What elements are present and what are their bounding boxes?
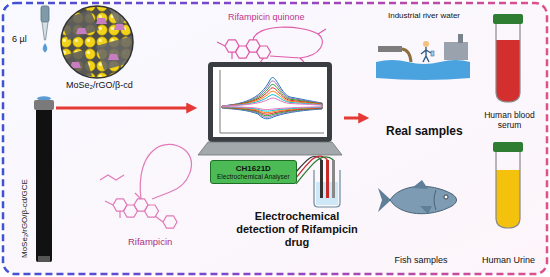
fish-sample: Fish samples — [374, 156, 468, 268]
instrument-model: CH1621D — [217, 164, 290, 173]
sample-label: Fish samples — [394, 255, 447, 265]
laptop — [198, 62, 342, 155]
fish — [378, 180, 457, 214]
urine-sample: Human Urine — [472, 136, 545, 268]
sample-label: Industrial river water — [388, 11, 460, 20]
instrument-name: Electrochemical Analyser — [217, 173, 290, 180]
pipette — [37, 6, 51, 101]
product-label-holder: Rifampicin quinone — [228, 12, 305, 22]
electrochemical-analyser: CH1621DElectrochemical Analyser — [200, 62, 340, 207]
drug-label: Rifampicin — [128, 236, 172, 247]
product-label: Rifampicin quinone — [228, 12, 305, 22]
material-label-holder: MoSe₂/rGO/β-cd — [66, 80, 133, 90]
volume-label: 6 µl — [12, 34, 27, 44]
sample-label: Human Urine — [482, 255, 535, 265]
detection-caption: Electrochemical detection of Rifampicin … — [232, 210, 362, 250]
dashed-frame — [3, 3, 547, 274]
analyser-panel: CH1621DElectrochemical Analyser — [210, 160, 297, 184]
urine-tube — [493, 142, 523, 228]
blood-serum-sample: Human blood serum — [474, 8, 545, 134]
river-water-sample: Industrial river water — [374, 8, 474, 34]
river-scene — [376, 34, 470, 80]
blood-tube — [493, 14, 523, 102]
voltammogram — [222, 78, 322, 119]
electrode-rod — [34, 100, 54, 262]
real-samples-group: Real samples Industrial river waterHuman … — [372, 4, 546, 272]
material-label: MoSe₂/rGO/β-cd — [66, 80, 133, 90]
group-heading: Real samples — [386, 124, 463, 138]
material-zoom — [60, 6, 134, 80]
detection-caption-holder: Electrochemical detection of Rifampicin … — [232, 210, 362, 250]
quinone-molecule — [217, 27, 326, 62]
flow-arrow — [344, 117, 361, 120]
electrochemical-cell — [296, 156, 340, 207]
rifampicin-molecule — [100, 144, 191, 228]
drug-label-holder: Rifampicin — [128, 236, 172, 247]
flow-arrow — [56, 107, 189, 110]
working-electrode: MoSe₂/rGO/β-cd/GCE — [18, 100, 52, 264]
electrode-label: MoSe₂/rGO/β-cd/GCE — [20, 179, 29, 258]
sample-label: Human blood serum — [476, 111, 543, 131]
volume-label-holder: 6 µl — [12, 34, 27, 44]
